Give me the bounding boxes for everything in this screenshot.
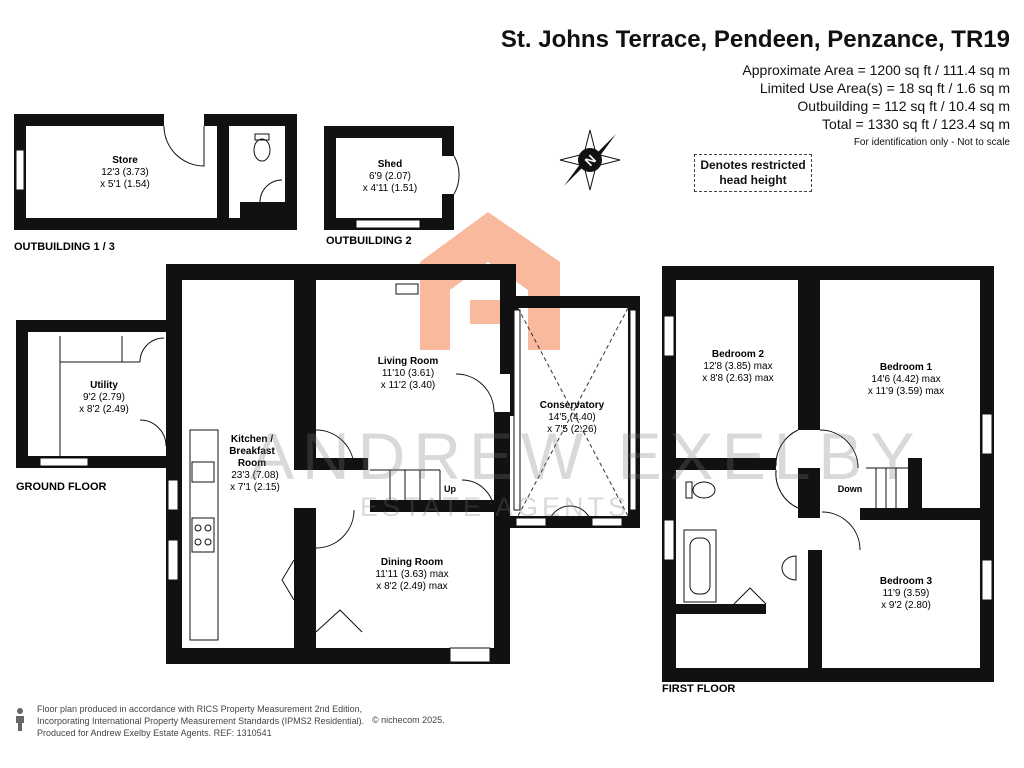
ground-floor: Utility 9'2 (2.79) x 8'2 (2.49): [16, 264, 640, 664]
outbuilding-1-3-label: OUTBUILDING 1 / 3: [14, 241, 115, 253]
room-bedroom2-name: Bedroom 2: [712, 349, 765, 360]
room-living-name: Living Room: [378, 356, 439, 367]
room-bedroom1-name: Bedroom 1: [880, 362, 933, 373]
room-store-dim2: x 5'1 (1.54): [100, 179, 150, 190]
room-bedroom2-dim2: x 8'8 (2.63) max: [702, 373, 773, 384]
room-utility-dim2: x 8'2 (2.49): [79, 404, 129, 415]
legend-line-2: head height: [719, 173, 787, 187]
room-conservatory-name: Conservatory: [540, 400, 605, 411]
room-bedroom3-dim2: x 9'2 (2.80): [881, 600, 931, 611]
room-kitchen-dim1: 23'3 (7.08): [231, 470, 279, 481]
room-living-dim1: 11'10 (3.61): [382, 368, 434, 379]
stairs-up-label: Up: [444, 484, 456, 494]
room-dining-name: Dining Room: [381, 557, 443, 568]
first-floor: Down Bedroom 2 12'8 (3.85) max x 8'8 (2.…: [662, 266, 994, 682]
room-kitchen-name3: Room: [238, 458, 266, 469]
page-title: St. Johns Terrace, Pendeen, Penzance, TR…: [500, 26, 1010, 53]
room-utility-name: Utility: [90, 380, 118, 391]
room-utility-dim1: 9'2 (2.79): [83, 392, 125, 403]
area-outbuilding: Outbuilding = 112 sq ft / 10.4 sq m: [797, 98, 1010, 114]
house-logo-icon: [420, 212, 560, 350]
room-store-name: Store: [112, 155, 138, 166]
stairs-down-label: Down: [838, 484, 863, 494]
room-bedroom3-dim1: 11'9 (3.59): [883, 588, 930, 599]
person-icon: [16, 708, 24, 731]
ground-floor-label: GROUND FLOOR: [16, 481, 106, 493]
room-kitchen-name1: Kitchen /: [231, 434, 273, 445]
compass-icon: N: [559, 129, 621, 191]
room-bedroom1-dim1: 14'6 (4.42) max: [871, 374, 940, 385]
area-total: Total = 1330 sq ft / 123.4 sq m: [822, 116, 1010, 132]
room-bedroom3-name: Bedroom 3: [880, 576, 933, 587]
room-bedroom2-dim1: 12'8 (3.85) max: [703, 361, 772, 372]
room-store-dim1: 12'3 (3.73): [101, 167, 149, 178]
area-limited-use: Limited Use Area(s) = 18 sq ft / 1.6 sq …: [759, 80, 1010, 96]
watermark-subtitle: ESTATE AGENTS: [360, 492, 631, 522]
room-shed-dim2: x 4'11 (1.51): [363, 183, 418, 194]
room-bedroom1-dim2: x 11'9 (3.59) max: [868, 386, 944, 397]
footer-copyright: © nichecom 2025.: [372, 715, 445, 725]
room-conservatory-dim1: 14'5 (4.40): [548, 412, 596, 423]
room-dining-dim2: x 8'2 (2.49) max: [376, 581, 447, 592]
first-floor-label: FIRST FLOOR: [662, 683, 735, 695]
room-shed-name: Shed: [378, 159, 402, 170]
room-conservatory-dim2: x 7'5 (2.26): [547, 424, 597, 435]
legend-line-1: Denotes restricted: [700, 158, 806, 172]
outbuilding-2-label: OUTBUILDING 2: [326, 235, 412, 247]
footer-line-2: Incorporating International Property Mea…: [37, 716, 365, 726]
restricted-height-legend: Denotes restricted head height: [694, 154, 812, 192]
watermark-name: ANDREW EXELBY: [250, 419, 923, 493]
room-dining-dim1: 11'11 (3.63) max: [375, 569, 448, 580]
outbuilding-1-3: Store 12'3 (3.73) x 5'1 (1.54): [14, 114, 297, 230]
room-kitchen-dim2: x 7'1 (2.15): [230, 482, 280, 493]
room-shed-dim1: 6'9 (2.07): [369, 171, 411, 182]
room-kitchen-name2: Breakfast: [229, 446, 275, 457]
area-approximate: Approximate Area = 1200 sq ft / 111.4 sq…: [742, 62, 1010, 78]
footer-line-1: Floor plan produced in accordance with R…: [37, 704, 363, 714]
footer-line-3: Produced for Andrew Exelby Estate Agents…: [37, 728, 272, 738]
footer-text: Floor plan produced in accordance with R…: [37, 703, 364, 739]
scale-note: For identification only - Not to scale: [853, 137, 1010, 148]
room-living-dim2: x 11'2 (3.40): [381, 380, 436, 391]
outbuilding-2: Shed 6'9 (2.07) x 4'11 (1.51): [324, 126, 460, 230]
